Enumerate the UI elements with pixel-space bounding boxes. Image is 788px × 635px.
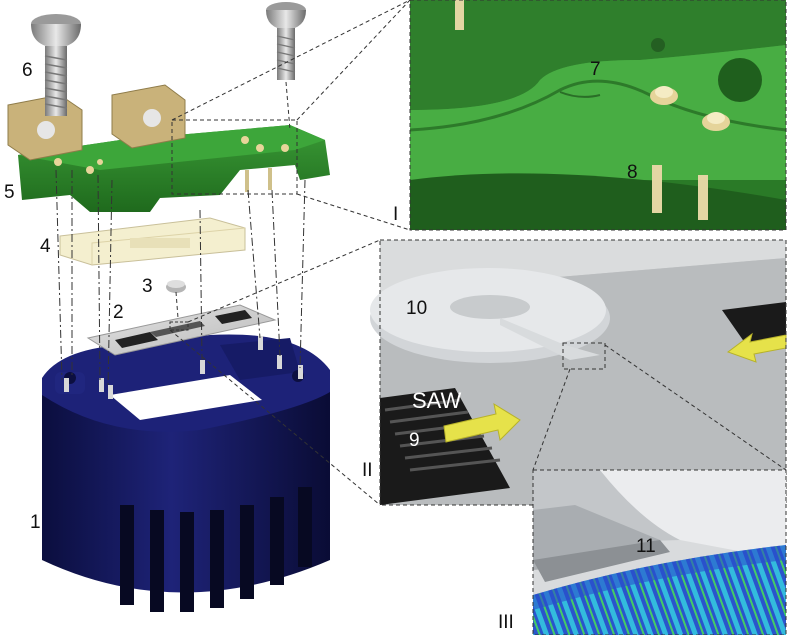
- label-6: 6: [22, 60, 33, 81]
- housing-part-1: [42, 334, 330, 612]
- label-1: 1: [30, 512, 41, 533]
- label-inset-II: II: [362, 460, 373, 481]
- pcb-part-5: [7, 84, 330, 212]
- inset-II: [370, 239, 787, 506]
- label-4: 4: [40, 236, 51, 257]
- inset-I: [409, 0, 787, 231]
- label-2: 2: [113, 302, 124, 323]
- screw-part-6-left: [31, 14, 81, 116]
- idt-part-9: [380, 302, 786, 505]
- label-inset-I: I: [393, 204, 398, 225]
- spacer-part-4: [59, 217, 246, 266]
- inset-III-leader-lines: [532, 344, 787, 471]
- saw-chip-part-2: [86, 304, 277, 356]
- label-5: 5: [4, 182, 15, 203]
- label-inset-III: III: [498, 612, 514, 633]
- label-7: 7: [590, 59, 601, 80]
- label-10: 10: [406, 298, 427, 319]
- inset-III: [532, 469, 787, 635]
- label-saw: SAW: [412, 388, 462, 413]
- saw-arrow: [443, 332, 787, 443]
- label-11: 11: [636, 536, 656, 557]
- droplet-part-3: [166, 280, 186, 293]
- label-9: 9: [409, 430, 420, 451]
- droplet-disk-part-10: [370, 268, 610, 363]
- screw-right: [266, 2, 306, 80]
- assembly-leader-lines: [55, 0, 411, 506]
- label-3: 3: [142, 276, 153, 297]
- brass-pins-part-8: [455, 0, 730, 220]
- label-8: 8: [627, 162, 638, 183]
